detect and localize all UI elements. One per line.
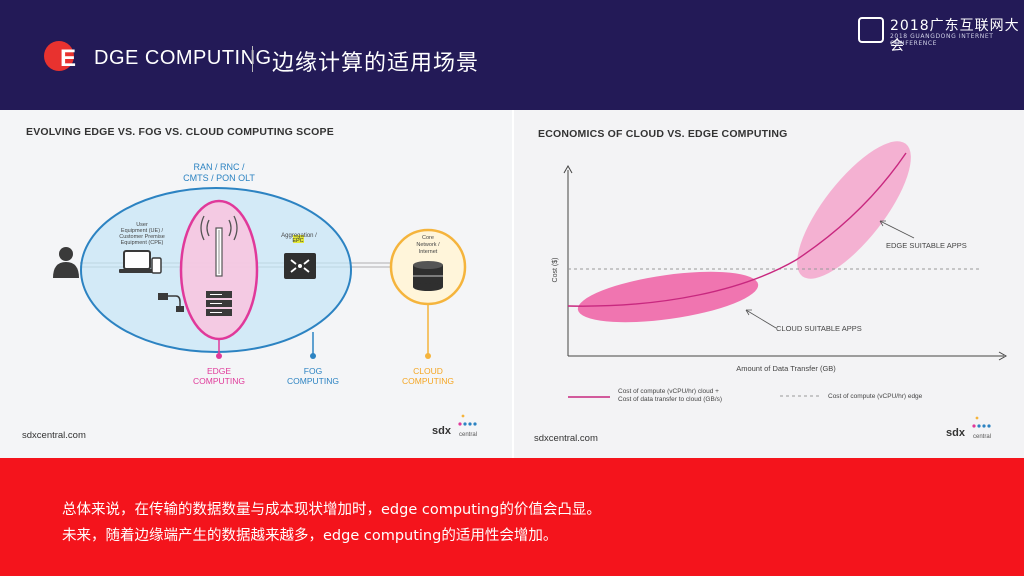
fog-label-line2: COMPUTING (287, 376, 339, 386)
edge-annotation-pointer (879, 220, 915, 239)
summary-band: 总体来说，在传输的数据数量与成本现状增加时，edge computing的价值会… (0, 458, 1024, 576)
brand-e-mark: E (44, 41, 78, 75)
chart-legend: Cost of compute (vCPU/hr) cloud + Cost o… (568, 388, 923, 403)
cell-tower-icon (200, 215, 238, 277)
fog-label-line1: FOG (304, 366, 322, 376)
legend-solid-line1: Cost of compute (vCPU/hr) cloud + (618, 388, 719, 395)
cloud-label-line1: CLOUD (413, 366, 443, 376)
cloud-cost-curve (567, 152, 907, 307)
ue-label-line2: Equipment (UE) / (121, 228, 164, 234)
summary-line-1: 总体来说，在传输的数据数量与成本现状增加时，edge computing的价值会… (62, 502, 601, 518)
header-divider (252, 46, 253, 72)
brand-initial: E (60, 45, 77, 72)
y-axis-arrow (563, 164, 573, 174)
edge-label-line1: EDGE (207, 366, 231, 376)
ran-label-line2: CMTS / PON OLT (183, 173, 255, 183)
economics-chart-panel: ECONOMICS OF CLOUD VS. EDGE COMPUTING ED… (514, 110, 1024, 458)
core-label-line2: Network / (416, 242, 440, 248)
edge-fog-cloud-panel: EVOLVING EDGE VS. FOG VS. CLOUD COMPUTIN… (0, 110, 512, 458)
epc-highlight (293, 235, 304, 243)
cloud-suitable-region (577, 271, 759, 323)
brand-logo: E DGE COMPUTING (44, 38, 272, 78)
epc-label: EPC (292, 238, 303, 244)
sdxcentral-logo-left: sdx central (432, 414, 477, 438)
edge-label-line2: COMPUTING (193, 376, 245, 386)
cloud-label-line2: COMPUTING (402, 376, 454, 386)
cloud-annotation-pointer (745, 309, 777, 329)
laptop-phone-icon (119, 250, 162, 274)
fog-stem-dot (310, 353, 316, 359)
logo-main-right: sdx (946, 427, 966, 439)
core-database-icon (413, 261, 443, 291)
brand-text: DGE COMPUTING (94, 46, 272, 69)
logo-sub-right: central (973, 434, 991, 440)
core-label-line3: Internet (419, 249, 438, 255)
summary-line-2: 未来，随着边缘端产生的数据越来越多，edge computing的适用性会增加。 (62, 528, 558, 544)
conference-subtitle: 2018 GUANGDONG INTERNET CONFERENCE (890, 33, 994, 47)
edge-suitable-region (797, 141, 911, 279)
edge-annotation: EDGE SUITABLE APPS (886, 241, 967, 250)
cloud-annotation: CLOUD SUITABLE APPS (776, 324, 862, 333)
ue-label-line1: User (136, 222, 148, 228)
edge-stem-dot (216, 353, 222, 359)
ran-label-line1: RAN / RNC / (193, 162, 245, 172)
page-title: 边缘计算的适用场景 (272, 51, 480, 76)
server-rack-icon (206, 291, 232, 316)
legend-solid-line2: Cost of data transfer to cloud (GB/s) (618, 396, 722, 403)
scope-diagram: RAN / RNC / CMTS / PON OLT User Equipmen… (53, 162, 477, 438)
user-icon (53, 247, 79, 278)
y-axis-label: Cost ($) (552, 258, 559, 283)
logo-main-left: sdx (432, 425, 452, 437)
right-source-text: sdxcentral.com (534, 433, 598, 444)
header-bar: E DGE COMPUTING 边缘计算的适用场景 2018广东互联网大会 20… (0, 0, 1024, 110)
logo-sub-left: central (459, 432, 477, 438)
x-axis-label: Amount of Data Transfer (GB) (736, 364, 836, 373)
core-label-line1: Core (422, 235, 434, 241)
conference-title: 2018广东互联网大会 (890, 18, 1020, 54)
left-panel-title: EVOLVING EDGE VS. FOG VS. CLOUD COMPUTIN… (26, 126, 334, 138)
conference-logo-icon (858, 17, 884, 43)
ue-label-line3: Customer Premise (119, 234, 165, 240)
left-source-text: sdxcentral.com (22, 430, 86, 441)
ue-label-line4: Equipment (CPE) (121, 240, 164, 246)
aggregation-router-icon (284, 253, 316, 279)
usb-dongle-icon (158, 293, 184, 312)
right-panel-title: ECONOMICS OF CLOUD VS. EDGE COMPUTING (538, 128, 788, 140)
aggregation-label: Aggregation / (281, 233, 317, 239)
economics-chart: EDGE SUITABLE APPS CLOUD SUITABLE APPS C… (552, 141, 1008, 440)
cloud-stem-dot (425, 353, 431, 359)
sdxcentral-logo-right: sdx central (946, 416, 991, 440)
x-axis-arrow (998, 351, 1008, 361)
legend-dashed-label: Cost of compute (vCPU/hr) edge (828, 393, 923, 400)
